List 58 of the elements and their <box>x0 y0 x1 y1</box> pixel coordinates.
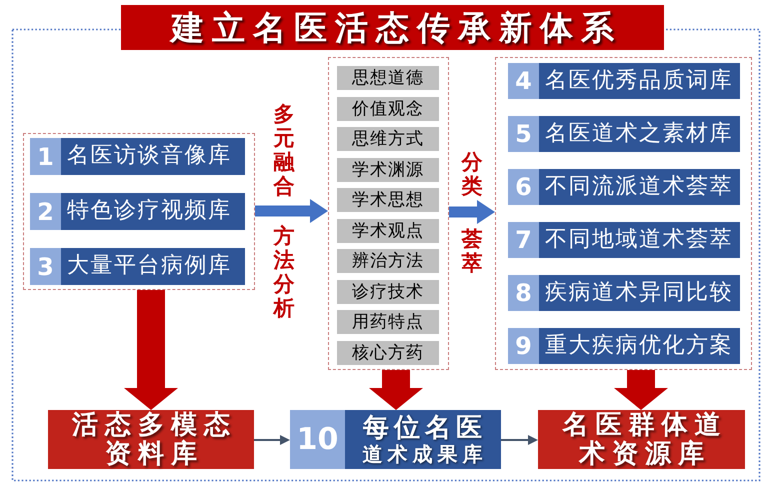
block-arrow <box>124 290 178 410</box>
library-box <box>508 169 740 205</box>
block-arrow <box>449 200 495 224</box>
database-box: 活态多模态资料库 <box>48 410 254 469</box>
number-tile: 2 <box>30 193 61 230</box>
arrow-caption: 荟萃 <box>461 227 483 275</box>
library-title: 大量平台病例库 <box>67 254 232 279</box>
block-arrow <box>255 199 328 223</box>
number-tile: 4 <box>508 63 539 99</box>
dashed-group-box <box>23 133 255 290</box>
library-title: 特色诊疗视频库 <box>67 199 232 224</box>
block-arrow <box>369 370 423 410</box>
arrow <box>501 435 538 445</box>
arrow <box>254 435 290 445</box>
library-title: 名医道术之素材库 <box>545 122 733 146</box>
topic-box: 思维方式 <box>337 127 439 151</box>
library-title: 名医访谈音像库 <box>67 144 232 169</box>
topic-box: 诊疗技术 <box>337 280 439 304</box>
library-box <box>30 138 245 175</box>
number-tile: 9 <box>508 328 539 364</box>
topic-box: 学术观点 <box>337 219 439 243</box>
number-tile: 8 <box>508 275 539 311</box>
library-box <box>508 63 740 99</box>
library-title: 名医优秀品质词库 <box>545 68 733 94</box>
number-tile: 1 <box>30 138 61 175</box>
topic-box: 用药特点 <box>337 310 439 334</box>
dashed-group-box <box>328 57 449 370</box>
topic-box: 学术思想 <box>337 188 439 212</box>
number-tile: 5 <box>508 116 539 152</box>
library-box <box>508 222 740 258</box>
library-title: 疾病道术异同比较 <box>545 280 733 306</box>
arrow-caption: 方法分析 <box>273 224 295 320</box>
dashed-group-box <box>495 57 752 370</box>
edge-label: 多元融合 <box>273 102 295 198</box>
topic-box: 价值观念 <box>337 97 439 121</box>
library-box <box>508 328 740 364</box>
library-box <box>508 275 740 311</box>
topic-box: 核心方药 <box>337 341 439 365</box>
library-subtitle: 道术成果库 <box>362 442 488 465</box>
number-tile: 10 <box>290 410 345 469</box>
topic-box: 学术渊源 <box>337 158 439 182</box>
library-box <box>508 116 740 152</box>
library-box <box>30 193 245 230</box>
database-box: 名医群体道术资源库 <box>538 410 745 469</box>
library-title: 重大疾病优化方案 <box>545 334 733 358</box>
library-title: 不同流派道术荟萃 <box>545 174 733 200</box>
title-banner: 建立名医活态传承新体系 <box>121 5 664 50</box>
number-tile: 3 <box>30 248 61 285</box>
edge-label: 分类 <box>461 150 483 198</box>
number-tile: 6 <box>508 169 539 205</box>
topic-box: 辨治方法 <box>337 249 439 273</box>
library-title: 不同地域道术荟萃 <box>545 228 733 252</box>
library-box <box>30 248 245 285</box>
library-box <box>290 410 501 469</box>
library-title: 每位名医 <box>363 414 487 443</box>
block-arrow <box>614 370 668 410</box>
number-tile: 7 <box>508 222 539 258</box>
topic-box: 思想道德 <box>337 66 439 90</box>
